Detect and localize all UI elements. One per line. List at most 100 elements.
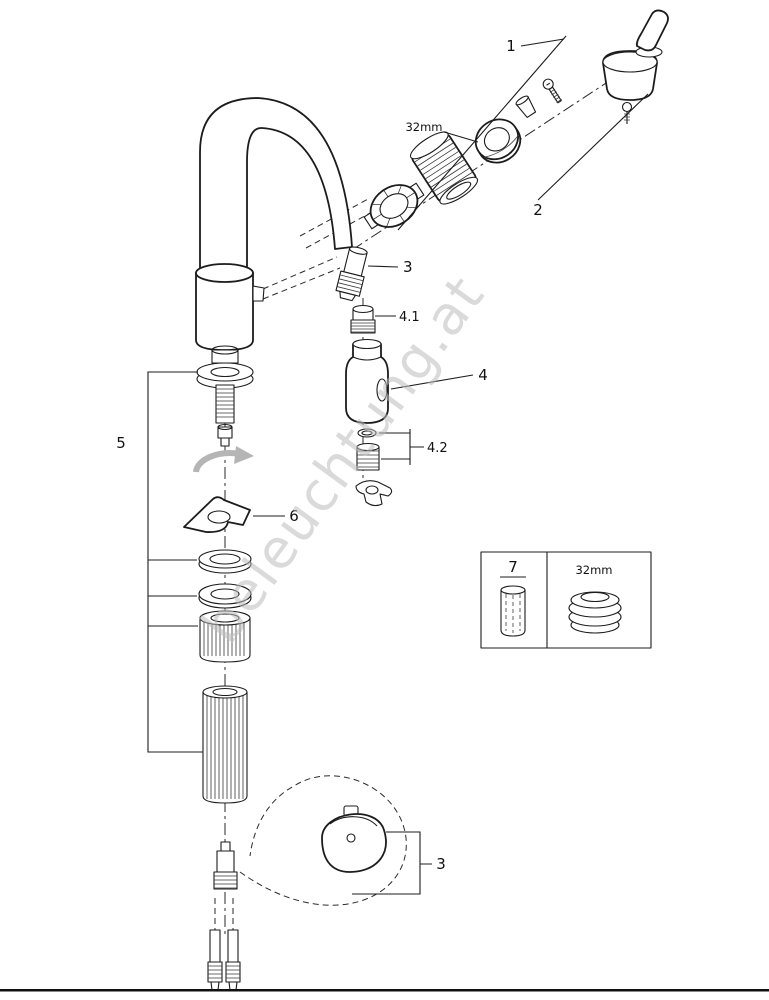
flow-adapter	[350, 304, 376, 334]
faucet	[195, 97, 353, 447]
hose-end-top	[349, 246, 368, 255]
callout-1-leader	[520, 38, 565, 47]
head-screw-head	[621, 101, 633, 113]
wing-nut-hole	[207, 510, 231, 524]
screw-threads	[549, 88, 562, 103]
box-ring-hole	[580, 591, 610, 603]
leader-lines	[253, 35, 649, 517]
spray-insert	[345, 338, 389, 424]
hose-end	[335, 246, 368, 302]
valve-left-ribs	[208, 965, 222, 979]
tube-body	[202, 691, 248, 804]
group-line-upper	[397, 35, 567, 231]
box-size-label: 32mm	[575, 563, 612, 577]
valve-right-tip	[228, 981, 238, 991]
fitting-ribs	[214, 875, 237, 889]
screw-slot	[546, 82, 551, 86]
box-cylinder-top	[500, 585, 526, 595]
callout-6: 6	[289, 507, 299, 525]
oring-hole	[210, 588, 240, 600]
retainer-hole	[365, 485, 379, 495]
box-cylinder-texture	[505, 594, 521, 633]
spray-head-body	[321, 813, 387, 873]
collar-hole	[210, 613, 240, 623]
callout-3-top: 3	[403, 258, 413, 276]
rotate-hint-arrow-icon	[193, 446, 254, 473]
fitting-ribbed	[213, 871, 238, 890]
hose-fitting	[213, 841, 238, 890]
check-valves	[207, 929, 241, 991]
tube-ribs	[206, 694, 244, 799]
coupling-hole	[379, 193, 409, 219]
spout-arc	[199, 97, 353, 276]
valve-left-ribbed	[207, 961, 223, 983]
callout-labels: 1 2 3 32mm 4.1 4 4.2 5 6 7 32mm 3	[116, 37, 612, 873]
callout-3-bottom-bracket	[352, 831, 432, 895]
valve-right-ribs	[226, 965, 240, 979]
arrow-arc	[193, 450, 241, 473]
adapter-ribbed	[350, 319, 376, 334]
handle-head	[602, 9, 669, 124]
shank-adapter-rim	[217, 423, 233, 431]
adapter-ribs	[351, 322, 375, 333]
small-oring-hole	[361, 430, 373, 436]
valve-left-body	[209, 929, 221, 963]
insert-body	[345, 343, 389, 424]
ring-shade	[483, 134, 520, 158]
threaded-collar	[199, 610, 251, 663]
seal-cylinder-top	[356, 442, 380, 452]
lever	[635, 9, 669, 52]
parts-box	[480, 551, 652, 649]
o-ring	[198, 583, 252, 609]
checkvalve-axes	[214, 898, 234, 930]
screw	[542, 78, 562, 104]
callout-3-top-leader	[367, 265, 399, 268]
cone-top	[515, 95, 529, 106]
aerator-bottom	[439, 176, 479, 205]
cone-part	[515, 95, 537, 118]
collar-top	[199, 610, 251, 626]
aerator-sleeve	[409, 131, 479, 205]
cartridge-top	[211, 349, 239, 364]
callout-4: 4	[478, 366, 488, 384]
callout-3-bottom: 3	[436, 855, 446, 873]
valve-right-ribbed	[225, 961, 241, 983]
callout-4-2-bracket	[379, 429, 424, 465]
tube-hole	[212, 687, 238, 697]
valve-right-body	[227, 929, 239, 963]
box-callout-7: 7	[508, 558, 518, 576]
callout-5-bracket	[147, 371, 203, 753]
wing-nut-outline	[183, 496, 251, 533]
threaded-shank	[215, 384, 235, 424]
ring-hole	[483, 127, 510, 152]
adapter-top	[352, 304, 374, 314]
body-side-stub	[252, 285, 265, 302]
washer-upper	[198, 549, 252, 569]
callout-4-1: 4.1	[399, 310, 420, 325]
insert-slot	[376, 378, 388, 402]
coupling-flange	[363, 182, 425, 230]
tube-top	[202, 685, 248, 699]
collar-body	[199, 617, 251, 663]
hose-end-tip	[339, 290, 356, 302]
escutcheon-hole	[210, 366, 240, 378]
shank-thread-hatch	[216, 388, 234, 418]
hose-loop	[239, 775, 407, 906]
fitting-body	[216, 850, 235, 873]
retainer-clip	[355, 480, 393, 507]
aerator-bottom-hole	[446, 181, 472, 200]
spout-to-coupling-dashes	[299, 197, 373, 249]
shank-tip	[220, 437, 230, 447]
size-label-top: 32mm	[405, 120, 442, 134]
insert-seals	[355, 428, 393, 507]
faucet-body-top	[195, 263, 254, 283]
valve-left-tip	[210, 981, 220, 991]
escutcheon-upper	[196, 362, 254, 382]
washer	[198, 549, 252, 574]
washer-hole	[209, 553, 241, 565]
fitting-nub	[220, 841, 231, 852]
hose-end-ribs	[336, 274, 364, 293]
wing-nut	[183, 496, 251, 533]
